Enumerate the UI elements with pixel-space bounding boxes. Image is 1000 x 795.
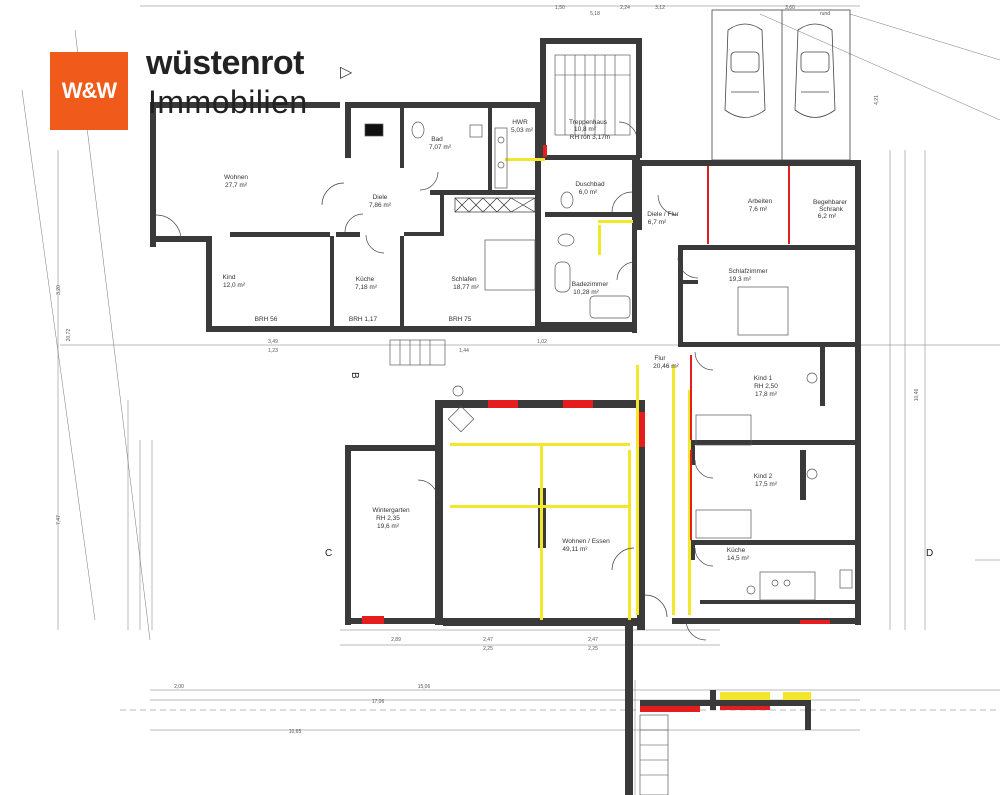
room-treppenhaus-extra: RH roh 3,17m (570, 134, 610, 141)
room-diele-flur-area: 6,7 m² (648, 219, 667, 226)
construction-lines (21, 5, 1000, 795)
brand-logo-text: W&W (61, 78, 117, 103)
room-wintergarten-name: Wintergarten (372, 507, 410, 514)
label-brh75: BRH 75 (449, 316, 472, 323)
room-arbeiten-name: Arbeiten (748, 198, 773, 205)
room-arbeiten-area: 7,6 m² (749, 206, 768, 213)
dim-mid3: 1,44 (459, 348, 469, 354)
dim-top1: 1,50 (555, 5, 565, 11)
dim-v4: 4,21 (874, 95, 880, 105)
room-begehbarer-area: 6,2 m² (818, 213, 837, 220)
room-diele-flur-name: Diele / Flur (647, 211, 679, 218)
room-treppenhaus-area: 10,8 m² (574, 126, 597, 133)
room-flur-name: Flur (654, 355, 666, 362)
room-flur-area: 20,46 m² (653, 363, 679, 370)
dim-mid4: 1,02 (537, 339, 547, 345)
walls (150, 38, 861, 795)
dim-v3: 7,47 (56, 515, 62, 525)
section-b: B (349, 372, 360, 379)
room-diele-name: Diele (373, 194, 388, 201)
dim-b3: 2,25 (483, 646, 493, 652)
dim-b5: 2,25 (588, 646, 598, 652)
dim-mid2: 1,23 (268, 348, 278, 354)
furniture (364, 121, 853, 601)
room-kueche-small-name: Küche (356, 276, 375, 283)
room-bad-name: Bad (431, 136, 443, 143)
room-begehbarer-name: Begehbarer (813, 199, 848, 206)
dim-l4: 10,65 (289, 729, 302, 735)
brand-subtitle: Immobilien (148, 84, 308, 120)
room-kind-small-name: Kind (222, 274, 235, 281)
room-labels: Wohnen 27,7 m² Diele 7,86 m² Bad 7,07 m²… (222, 119, 933, 562)
room-begehbarer-name2: Schrank (819, 206, 844, 213)
brand-name: wüstenrot (146, 44, 304, 82)
room-duschbad-name: Duschbad (575, 181, 605, 188)
room-treppenhaus-name: Treppenhaus (569, 119, 608, 126)
section-d: D (926, 548, 933, 559)
room-kind1-extra: RH 2,50 (754, 383, 778, 390)
room-wohnen-essen-name: Wohnen / Essen (562, 538, 610, 545)
room-wohnen-name: Wohnen (224, 174, 248, 181)
brand-logo: W&W (50, 52, 128, 130)
brand-mark-icon: ▷ (340, 64, 353, 81)
room-wohnen-area: 27,7 m² (225, 182, 248, 189)
room-kind2-area: 17,5 m² (755, 481, 778, 488)
label-brh56: BRH 56 (255, 316, 278, 323)
room-schlafen-name: Schlafen (451, 276, 477, 283)
dim-b4: 2,47 (588, 637, 598, 643)
room-hwr-name: HWR (512, 119, 528, 126)
dim-top5: 3,60 (785, 5, 795, 11)
room-schlafen-area: 18,77 m² (453, 284, 479, 291)
dim-v5: 10,46 (914, 389, 920, 402)
dim-top4: 3,12 (655, 5, 665, 11)
dim-top3: 2,24 (620, 5, 630, 11)
room-schlafzimmer-name: Schlafzimmer (728, 268, 768, 275)
dimension-labels: 1,50 5,18 2,24 3,12 3,60 rund 3,49 1,23 … (56, 5, 920, 735)
dim-v1: 20,72 (66, 329, 72, 342)
beam (454, 197, 536, 213)
dim-l3: 17,06 (372, 699, 385, 705)
room-wintergarten-extra: RH 2,35 (376, 515, 400, 522)
room-schlafzimmer-area: 19,3 m² (729, 276, 752, 283)
room-badezimmer-area: 10,28 m² (573, 289, 599, 296)
dim-b1: 2,89 (391, 637, 401, 643)
garage (711, 9, 851, 161)
room-badezimmer-name: Badezimmer (572, 281, 609, 288)
room-wintergarten-area: 19,6 m² (377, 523, 400, 530)
stairs (389, 54, 669, 795)
room-kind2-name: Kind 2 (754, 473, 773, 480)
room-kind1-area: 17,8 m² (755, 391, 778, 398)
room-diele-area: 7,86 m² (369, 202, 392, 209)
dim-top6: rund (820, 11, 830, 17)
label-brh117: BRH 1,17 (349, 316, 378, 323)
room-kueche-large-area: 14,5 m² (727, 555, 750, 562)
room-kind1-name: Kind 1 (754, 375, 773, 382)
dim-b2: 2,47 (483, 637, 493, 643)
room-bad-area: 7,07 m² (429, 144, 452, 151)
room-duschbad-area: 6,0 m² (579, 189, 598, 196)
room-hwr-area: 5,03 m² (511, 127, 534, 134)
dim-l2: 15,06 (418, 684, 431, 690)
room-kueche-small-area: 7,18 m² (355, 284, 378, 291)
doors (155, 121, 714, 641)
dim-mid1: 3,49 (268, 339, 278, 345)
room-kind-small-area: 12,0 m² (223, 282, 246, 289)
room-wohnen-essen-area: 49,11 m² (562, 546, 588, 553)
dim-v2: 3,20 (56, 285, 62, 295)
dim-top2: 5,18 (590, 11, 600, 17)
dim-l1: 2,00 (174, 684, 184, 690)
room-kueche-large-name: Küche (727, 547, 746, 554)
section-c: C (325, 548, 332, 559)
